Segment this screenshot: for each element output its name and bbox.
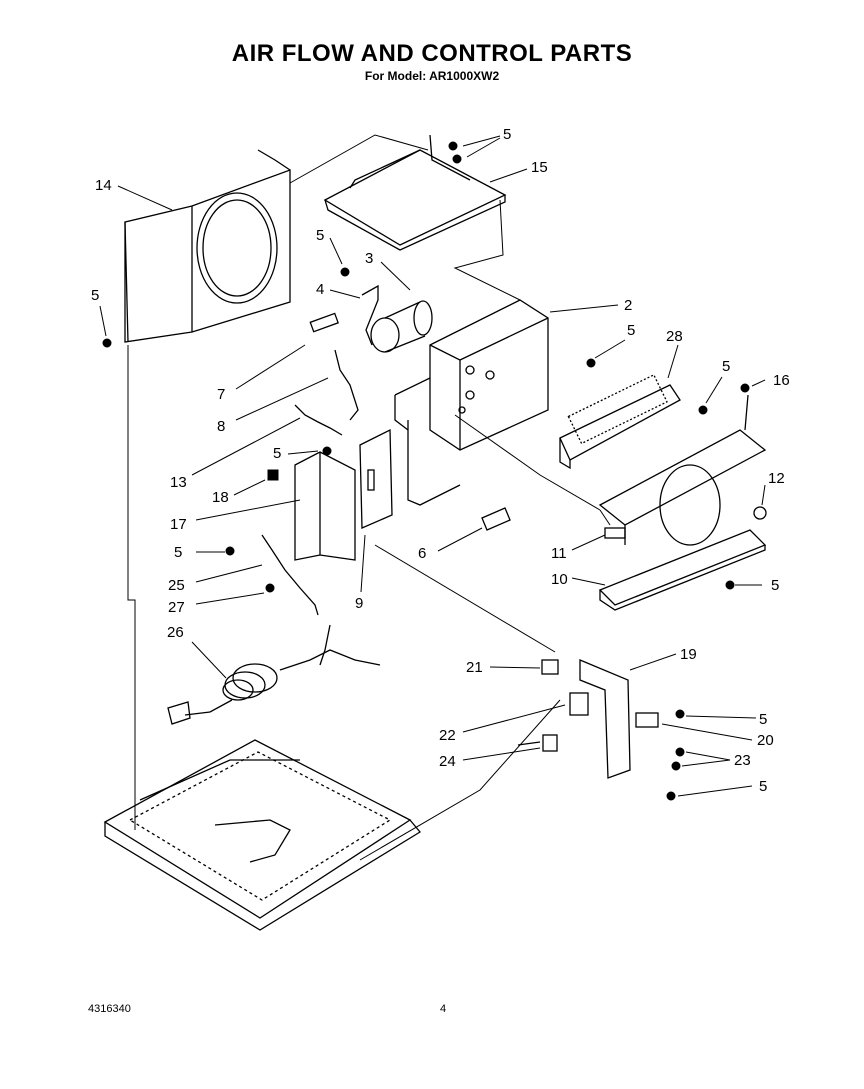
callout-9: 9 [355, 595, 363, 612]
part-21-bracket [541, 659, 559, 675]
callout-25: 25 [168, 577, 185, 594]
callout-20: 20 [757, 732, 774, 749]
callout-5: 5 [627, 322, 635, 339]
callout-7: 7 [217, 386, 225, 403]
part-2-control-bracket [394, 299, 549, 506]
part-12-clip [753, 506, 767, 520]
part-22-switch [569, 692, 589, 716]
screw-fasteners [102, 141, 750, 801]
part-13-wire [294, 404, 343, 436]
part-26-power-cord [167, 624, 381, 725]
callout-10: 10 [551, 571, 568, 588]
phantom-outline [127, 134, 611, 861]
part-25-wire-harness [261, 534, 319, 616]
part-9-panel-bracket [359, 428, 393, 529]
callout-19: 19 [680, 646, 697, 663]
callout-13: 13 [170, 474, 187, 491]
callout-23: 23 [734, 752, 751, 769]
callout-11: 11 [551, 545, 567, 562]
callout-3: 3 [365, 250, 373, 267]
callout-22: 22 [439, 727, 456, 744]
callout-5: 5 [771, 577, 779, 594]
part-7-clip [309, 312, 339, 333]
callout-16: 16 [773, 372, 790, 389]
leader-lines [99, 135, 766, 797]
callout-5: 5 [174, 544, 182, 561]
callout-6: 6 [418, 545, 426, 562]
part-15-cover-plate [323, 134, 507, 251]
part-28-grille [559, 374, 681, 470]
callout-2: 2 [624, 297, 632, 314]
part-19-switch-panel [579, 659, 631, 779]
document-number: 4316340 [88, 1003, 131, 1015]
callout-17: 17 [170, 516, 187, 533]
callout-21: 21 [466, 659, 483, 676]
callout-26: 26 [167, 624, 184, 641]
model-subtitle: For Model: AR1000XW2 [364, 69, 500, 83]
callout-4: 4 [316, 281, 324, 298]
base-pan [103, 739, 421, 931]
part-20-knob [635, 712, 659, 728]
part-17-side-bracket [294, 451, 356, 561]
callout-5: 5 [759, 711, 767, 728]
callout-5: 5 [316, 227, 324, 244]
callout-5: 5 [91, 287, 99, 304]
part-14-shroud [124, 149, 291, 343]
callout-28: 28 [666, 328, 683, 345]
callout-27: 27 [168, 599, 185, 616]
callout-5: 5 [722, 358, 730, 375]
callout-5: 5 [759, 778, 767, 795]
callout-15: 15 [531, 159, 548, 176]
callout-18: 18 [212, 489, 229, 506]
callout-24: 24 [439, 753, 456, 770]
part-6-element [481, 507, 511, 531]
callout-12: 12 [768, 470, 785, 487]
callout-14: 14 [95, 177, 112, 194]
part-4-capacitor-bracket [361, 284, 379, 346]
page-number: 4 [440, 1003, 447, 1015]
diagram-title: AIR FLOW AND CONTROL PARTS [231, 40, 633, 67]
part-24-thermostat [517, 734, 558, 752]
callout-5: 5 [273, 445, 281, 462]
part-3-capacitor [370, 300, 433, 353]
callout-8: 8 [217, 418, 225, 435]
part-10-fan-base [598, 394, 767, 611]
part-11-bushing [604, 527, 626, 539]
callout-labels: 5 15 14 5 3 5 4 2 5 28 5 16 7 8 13 5 12 … [91, 126, 790, 795]
part-8-wire [334, 349, 359, 421]
callout-5: 5 [503, 126, 511, 143]
